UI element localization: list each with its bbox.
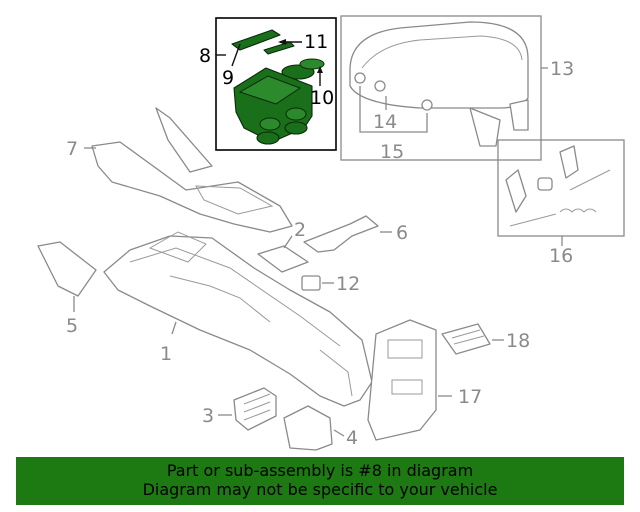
arrow-10 (317, 66, 323, 73)
banner-line-2: Diagram may not be specific to your vehi… (142, 480, 498, 499)
rod-1 (569, 169, 611, 191)
bracket-6-body (303, 215, 379, 253)
hardware-kit-group[interactable] (497, 139, 625, 246)
banner-line-1: Part or sub-assembly is #8 in diagram (166, 461, 474, 480)
callout-6: 6 (396, 222, 408, 244)
callout-15: 15 (380, 141, 404, 163)
callout-9: 9 (222, 67, 234, 89)
panel-2[interactable] (257, 235, 309, 273)
latch-right (559, 145, 579, 179)
callout-7: 7 (66, 138, 78, 160)
bracket-6[interactable] (303, 215, 392, 253)
callout-10: 10 (310, 87, 334, 109)
bushing (537, 177, 553, 191)
fastener-right (421, 99, 433, 111)
switch-12-body (301, 275, 321, 291)
leader-15-bracket (359, 86, 428, 133)
callout-14: 14 (373, 111, 397, 133)
latch-left (505, 169, 527, 213)
panel-2-body (257, 245, 309, 273)
vent-18-body (441, 323, 491, 355)
armrest-lid (349, 21, 529, 109)
vent-18[interactable] (441, 323, 504, 355)
armrest-hinge-left (469, 107, 501, 147)
rear-panel-port (391, 379, 423, 395)
main-console-1[interactable] (103, 231, 373, 407)
console-body (103, 235, 373, 407)
bracket-3[interactable] (218, 387, 277, 431)
upper-trim-7[interactable] (84, 107, 293, 233)
side-trim-body (37, 241, 97, 297)
leader-2 (283, 235, 293, 249)
info-banner: Part or sub-assembly is #8 in diagram Di… (16, 457, 624, 505)
callout-1: 1 (160, 343, 172, 365)
upper-trim-body (91, 141, 293, 233)
upper-trim-opening (195, 185, 274, 215)
armrest-box (340, 15, 542, 161)
cup-base-right (284, 121, 308, 135)
armrest-group[interactable] (340, 15, 548, 161)
callout-17: 17 (458, 386, 482, 408)
fastener-cap (374, 80, 386, 92)
callout-18: 18 (506, 330, 530, 352)
cupholder-lid (231, 29, 281, 51)
hardware-box (497, 139, 625, 237)
console-edge (129, 247, 341, 347)
console-rear (319, 349, 353, 397)
console-front-block (148, 231, 207, 263)
cupholder-top (238, 75, 302, 105)
cup-well-left (259, 117, 281, 131)
callout-13: 13 (550, 58, 574, 80)
bracket-3-slots (243, 393, 271, 421)
armrest-seam (361, 35, 523, 69)
rear-panel-17[interactable] (367, 319, 452, 441)
leader-1 (171, 321, 177, 335)
callout-5: 5 (66, 315, 78, 337)
callout-8: 8 (199, 45, 211, 67)
spring (559, 208, 597, 213)
switch-12[interactable] (301, 275, 334, 291)
side-trim-5[interactable] (37, 241, 97, 312)
callout-3: 3 (202, 405, 214, 427)
callout-12: 12 (336, 273, 360, 295)
cup-insert-top (299, 58, 325, 70)
callout-4: 4 (346, 427, 358, 449)
rear-panel-vent (387, 339, 423, 359)
cover-4-body (283, 405, 333, 451)
armrest-hinge-right (509, 99, 529, 131)
fastener-left (354, 72, 366, 84)
callout-2: 2 (294, 219, 306, 241)
clip-part (263, 41, 295, 55)
callout-16: 16 (549, 245, 573, 267)
arrow-11 (278, 39, 286, 45)
cover-4[interactable] (283, 405, 345, 451)
rod-2 (509, 213, 557, 227)
upper-trim-rail (155, 107, 213, 173)
console-rib-1 (169, 275, 271, 323)
highlighted-assembly-8[interactable] (215, 17, 337, 151)
vent-18-slats (451, 329, 485, 345)
cup-base-left (256, 131, 280, 145)
callout-11: 11 (304, 31, 328, 53)
cup-well-right (285, 107, 307, 121)
leader-9 (231, 43, 241, 67)
leader-4 (333, 429, 345, 437)
